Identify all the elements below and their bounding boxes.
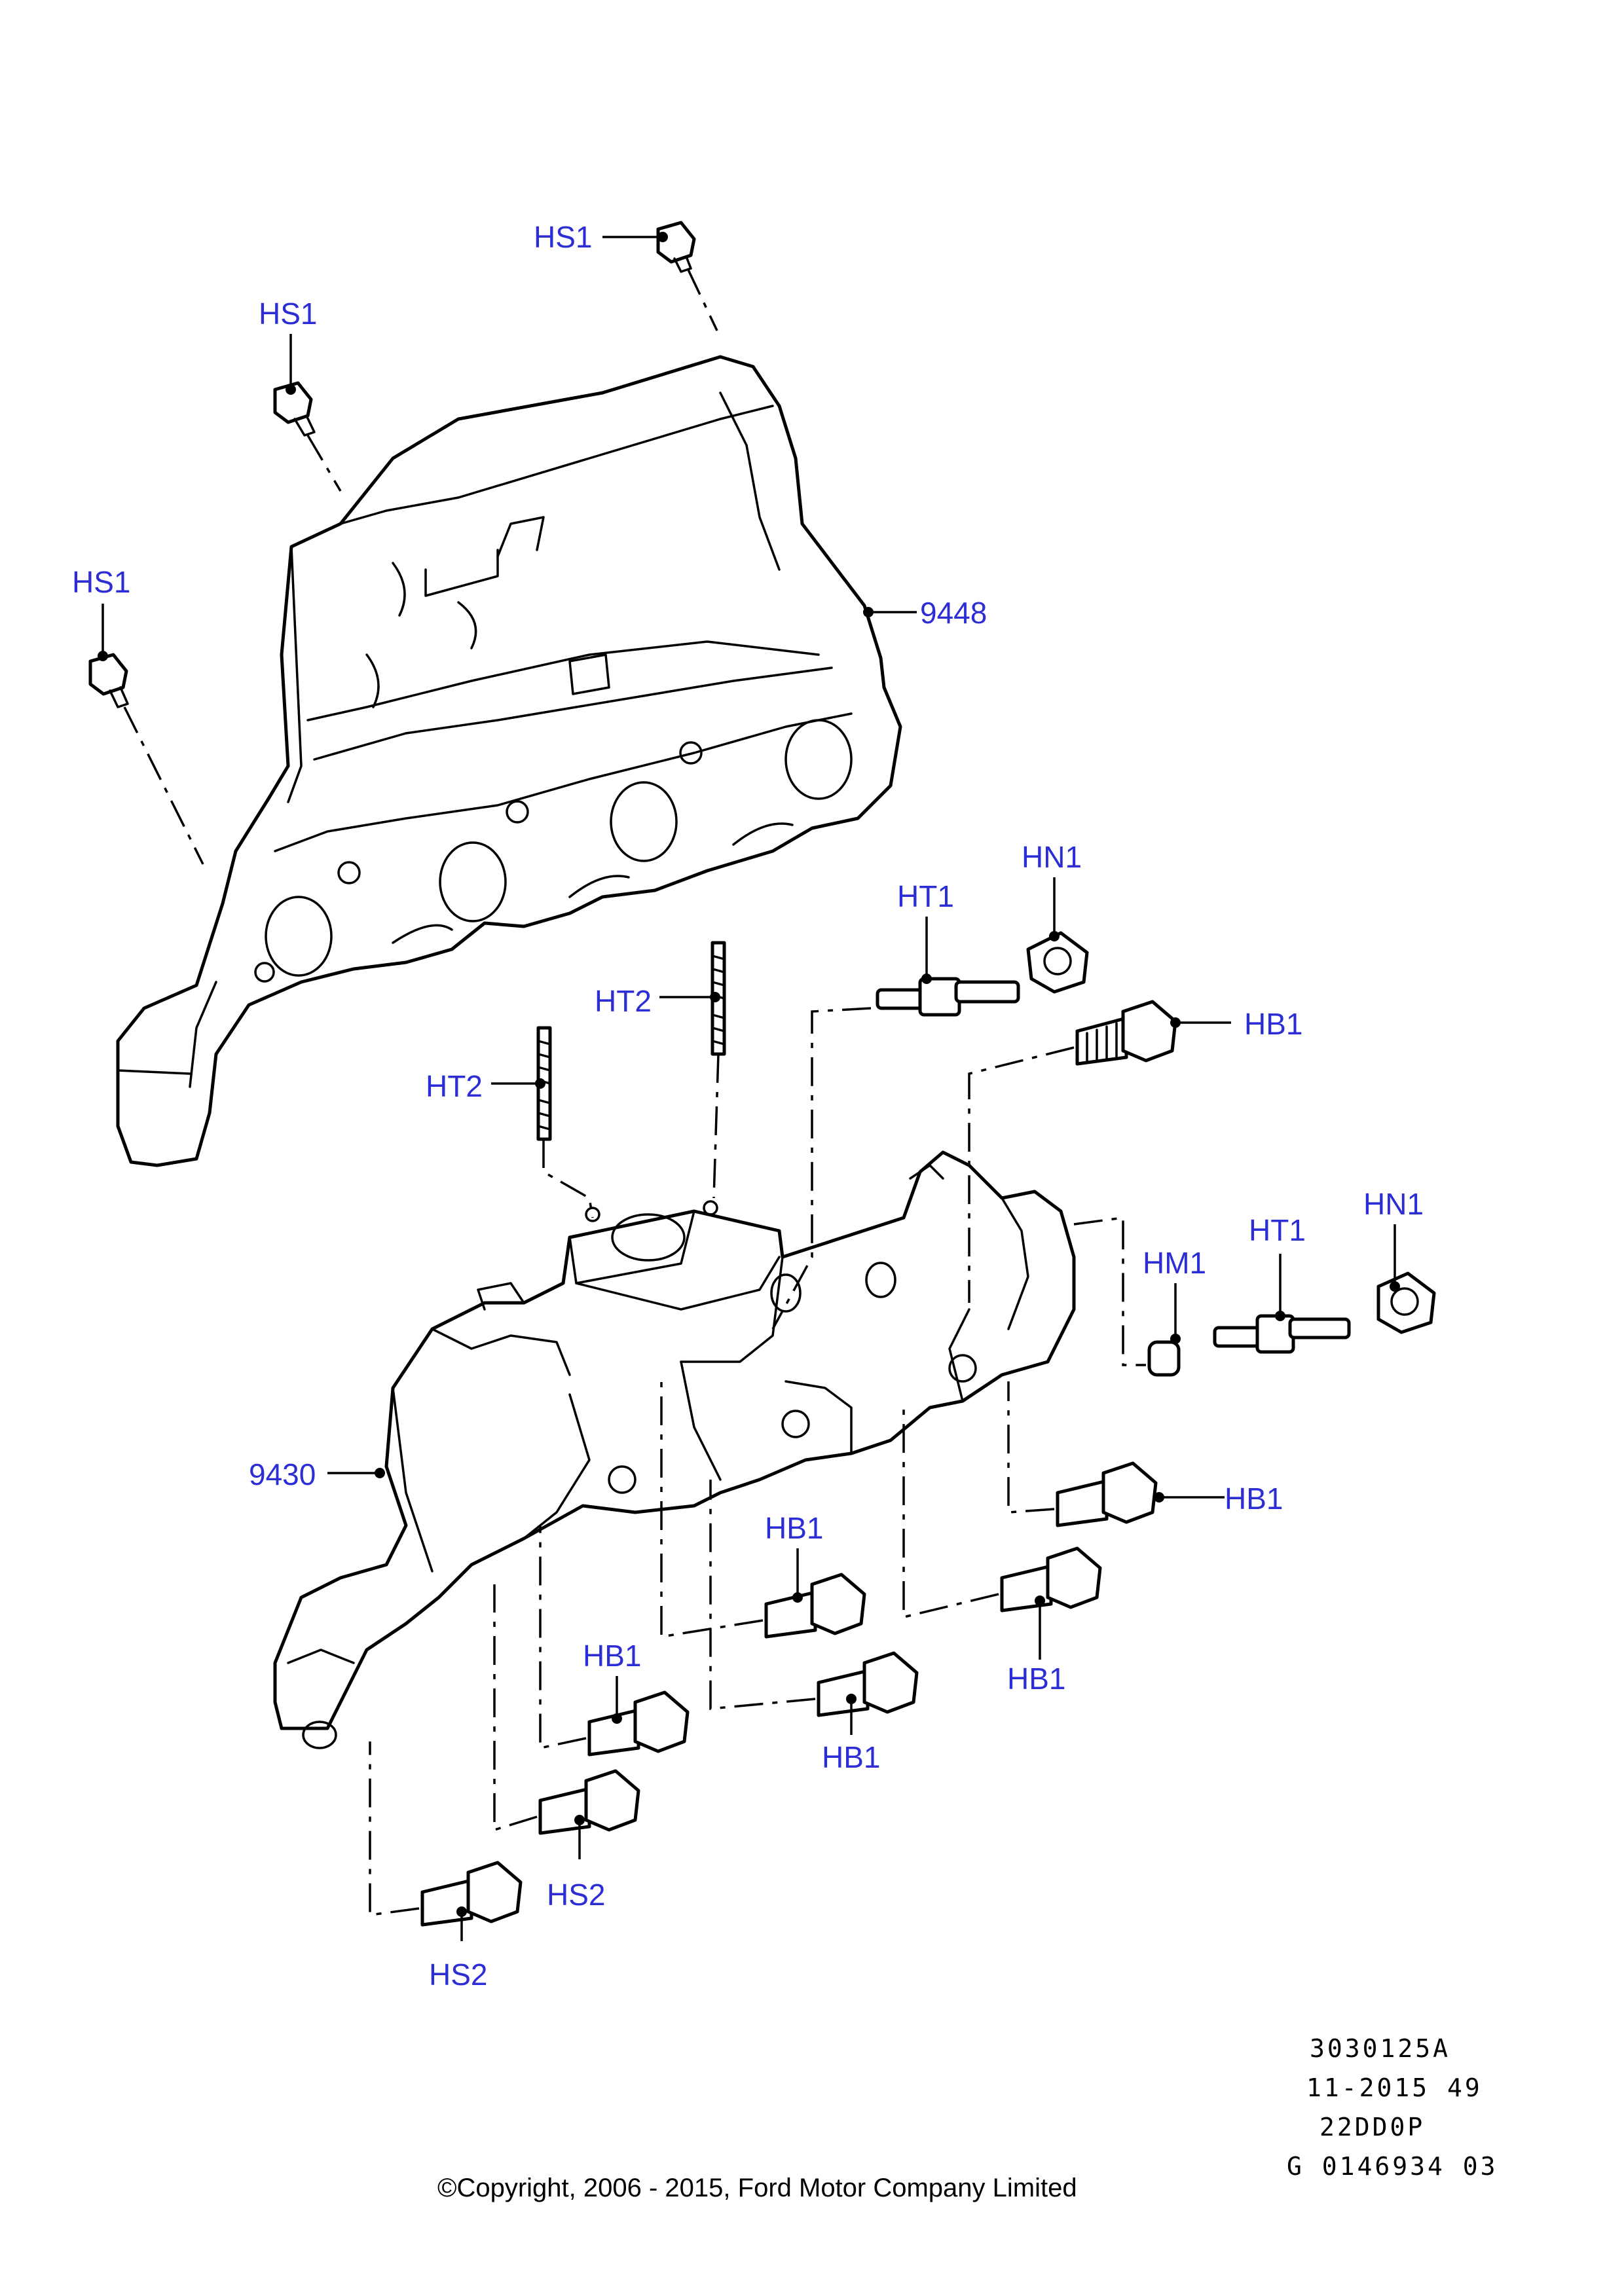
reference-line-3: 22DD0P [1320, 2113, 1425, 2141]
centerline-hs2-b [369, 1741, 420, 1916]
manifold-bolt-hs2-a [538, 1769, 640, 1835]
centerline-hs1-1 [686, 268, 718, 331]
heat-shield-bolt-1 [656, 221, 696, 273]
callout-hs1-mid: HS1 [259, 297, 317, 331]
spacer-hm1 [1147, 1340, 1181, 1377]
flange-nut-hn1-upper [1026, 931, 1089, 994]
heat-shield-bolt-3 [88, 653, 129, 708]
callout-hm1: HM1 [1143, 1246, 1206, 1280]
callout-hb1-f: HB1 [822, 1740, 880, 1774]
manifold-bolt-hb1-b [1056, 1461, 1158, 1527]
centerline-hb1-e [709, 1480, 816, 1710]
reference-line-2: 11-2015 49 [1306, 2073, 1483, 2102]
centerline-ht2-2 [712, 1053, 720, 1199]
callout-ht2-right: HT2 [595, 984, 652, 1018]
copyright-notice: ©Copyright, 2006 - 2015, Ford Motor Comp… [437, 2174, 1077, 2202]
reference-line-1: 3030125A [1310, 2034, 1450, 2063]
centerline-hs1-2 [306, 435, 342, 492]
manifold-bolt-hb1-e [817, 1651, 919, 1717]
heat-shield-9448 [116, 355, 902, 1167]
manifold-bolt-hb1-d [764, 1573, 866, 1639]
flange-nut-hn1-lower [1376, 1271, 1436, 1334]
centerline-hs1-3 [123, 706, 204, 865]
callout-hn1-upper: HN1 [1022, 840, 1082, 874]
callout-ht1-lower: HT1 [1249, 1213, 1306, 1247]
centerline-hb1-d [660, 1375, 764, 1639]
callout-hb1-b: HB1 [1225, 1482, 1283, 1516]
manifold-bolt-hb1-c [1000, 1546, 1102, 1613]
callout-hn1-lower: HN1 [1363, 1187, 1424, 1221]
centerline-hb1-f [539, 1525, 587, 1750]
manifold-bolt-hb1-a [1075, 1000, 1177, 1066]
callout-hb1-a: HB1 [1244, 1007, 1302, 1041]
callout-hb1-c: HB1 [765, 1511, 823, 1545]
callout-hs2-a: HS2 [547, 1878, 605, 1912]
centerline-hb1-a [968, 1046, 1075, 1303]
heat-shield-bolt-2 [273, 381, 316, 437]
manifold-stud-ht1-upper [876, 977, 1020, 1017]
manifold-bolt-hb1-f [587, 1690, 690, 1757]
manifold-stud-ht1-lower [1213, 1314, 1351, 1354]
callout-ht2-left: HT2 [426, 1069, 483, 1103]
callout-9430: 9430 [249, 1457, 316, 1491]
centerline-ht1-lower [1073, 1216, 1146, 1366]
centerline-hs2-a [493, 1584, 538, 1832]
callout-9448: 9448 [920, 596, 987, 630]
callout-hb1-d: HB1 [1007, 1662, 1065, 1696]
manifold-bolt-hs2-b [420, 1861, 523, 1927]
centerline-hb1-c [902, 1401, 999, 1619]
reference-line-4: G 0146934 03 [1287, 2152, 1498, 2181]
exhaust-manifold-9430 [273, 1150, 1076, 1749]
leader-lines [98, 232, 1400, 1941]
callout-hs1-top: HS1 [534, 220, 592, 254]
callout-hb1-e: HB1 [583, 1639, 641, 1673]
centerline-hb1-b [1007, 1381, 1055, 1514]
callout-hs2-b: HS2 [429, 1958, 487, 1992]
centerline-ht2-1 [542, 1139, 594, 1218]
callout-hs1-left: HS1 [72, 565, 130, 599]
callout-ht1-upper: HT1 [897, 879, 954, 913]
centerline-ht1-upper [771, 1007, 872, 1330]
